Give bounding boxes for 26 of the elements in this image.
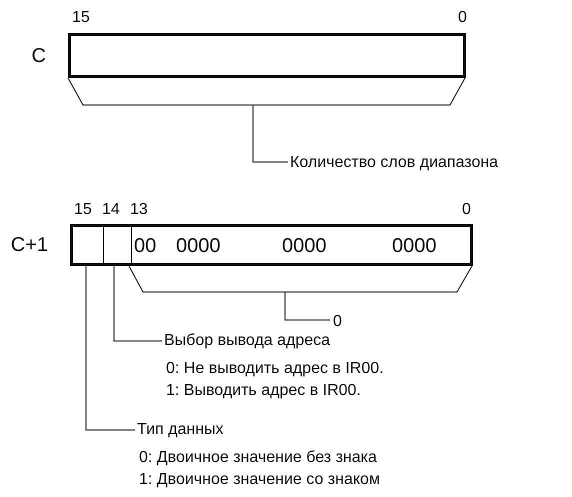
bit-number: 15 — [74, 202, 92, 218]
bit-number: 0 — [462, 202, 471, 218]
bit-value: 0000 — [392, 236, 436, 256]
bit-value: 00 — [134, 236, 156, 256]
bit-number: 15 — [72, 10, 90, 26]
leader-line — [114, 266, 162, 342]
option-text: 1: Выводить адрес в IR00. — [166, 383, 361, 399]
field-description: 0 — [333, 313, 347, 331]
field-description: Выбор вывода адреса — [164, 331, 424, 351]
register-name: C — [32, 46, 46, 66]
bit-value: 0000 — [282, 236, 326, 256]
leader-line — [284, 292, 330, 320]
leader-line — [86, 266, 136, 430]
option-text: 1: Двоичное значение со знаком — [139, 472, 380, 488]
bit-number: 13 — [130, 202, 148, 218]
register-name: C+1 — [10, 235, 48, 255]
option-text: 0: Не выводить адрес в IR00. — [166, 361, 384, 377]
register-box — [70, 224, 473, 266]
bit-value: 0000 — [176, 236, 220, 256]
bit-number: 14 — [102, 202, 120, 218]
leader-line — [252, 104, 288, 162]
register-box — [68, 33, 466, 78]
field-description: Количество слов диапазона — [290, 153, 570, 173]
option-text: 0: Двоичное значение без знака — [139, 450, 377, 466]
field-description: Тип данных — [137, 420, 437, 440]
bit-number: 0 — [458, 10, 467, 26]
